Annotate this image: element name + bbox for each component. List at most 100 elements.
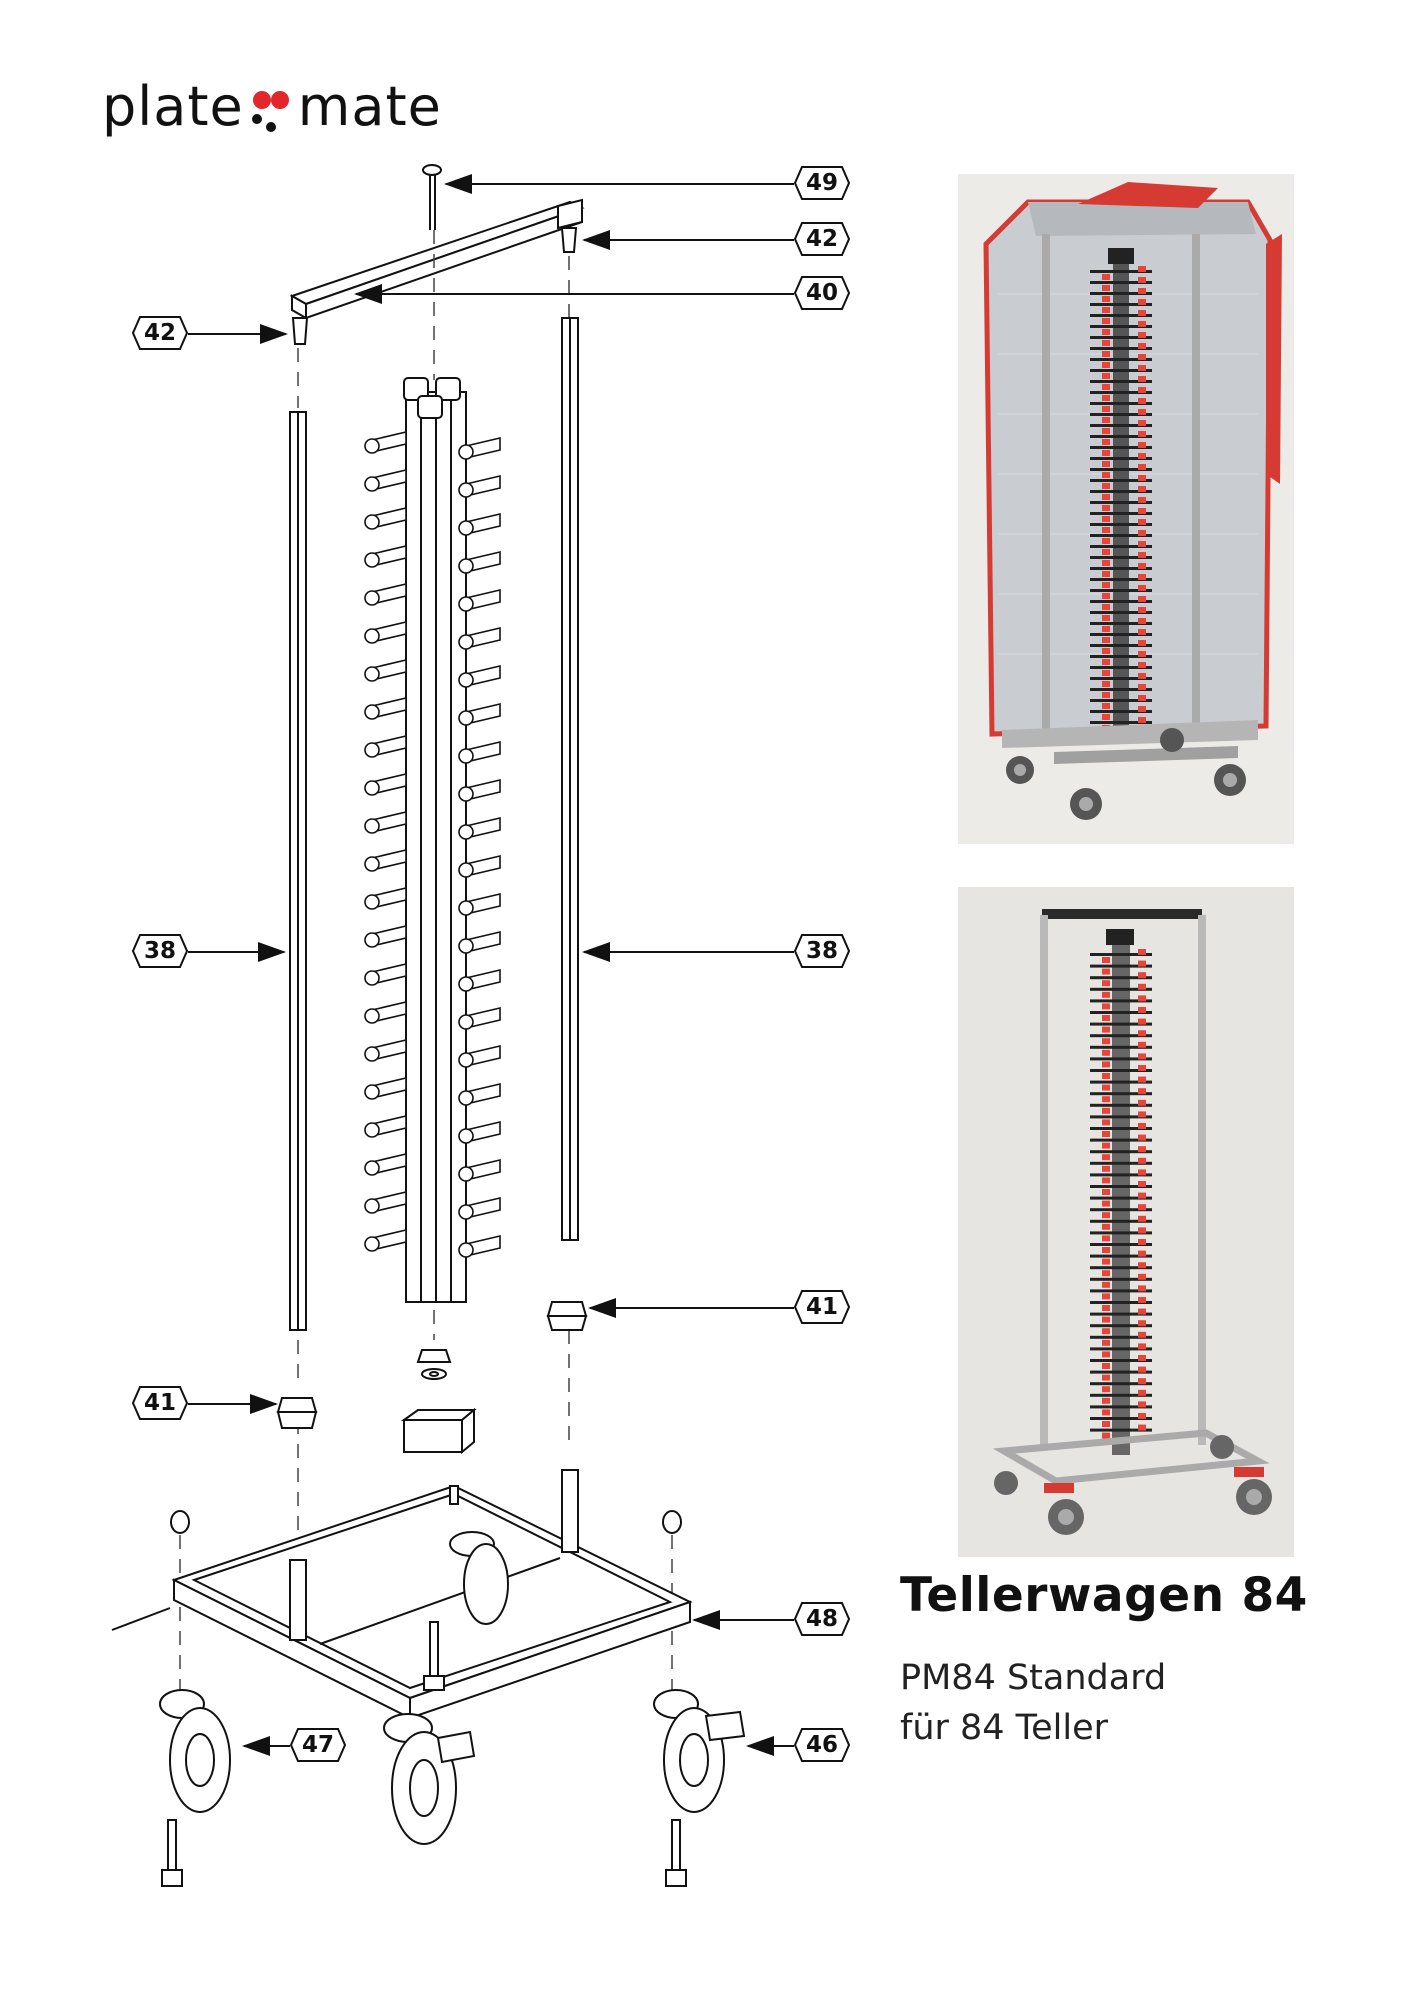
peg-clip — [1102, 450, 1110, 456]
peg-arm — [1090, 1301, 1152, 1304]
peg-arm — [1090, 1347, 1152, 1351]
peg-arm — [1090, 314, 1152, 317]
peg-arm — [1090, 567, 1152, 570]
plate-peg-tip — [458, 558, 474, 574]
peg-clip — [1102, 296, 1110, 302]
peg-clip — [1138, 376, 1146, 382]
plate-peg-tip — [364, 780, 380, 796]
callout-42-left-label: 42 — [143, 320, 176, 346]
peg-arm — [1090, 600, 1152, 603]
peg-clip — [1138, 486, 1146, 492]
peg-clip — [1102, 1165, 1110, 1172]
plate-peg-tip — [364, 818, 380, 834]
peg-arm — [1090, 303, 1152, 306]
logo-dots-icon — [251, 91, 289, 132]
peg-clip — [1138, 1053, 1146, 1060]
callout-42-top: 42 — [794, 222, 850, 256]
peg-arm — [1090, 622, 1152, 625]
peg-clip — [1138, 717, 1146, 723]
peg-clip — [1138, 596, 1146, 602]
plate-peg-tip — [458, 976, 474, 992]
peg-clip — [1138, 1041, 1146, 1048]
peg-clip — [1138, 1088, 1146, 1095]
peg-arm — [1090, 633, 1152, 636]
peg-clip — [1138, 995, 1146, 1002]
plate-peg-tip — [364, 1122, 380, 1138]
peg-clip — [1102, 351, 1110, 357]
peg-clip — [1138, 1007, 1146, 1013]
plate-peg-tip — [364, 856, 380, 872]
peg-arm — [1090, 976, 1152, 980]
peg-clip — [1102, 980, 1110, 987]
plate-peg-tip — [458, 938, 474, 954]
peg-clip — [1102, 527, 1110, 533]
plate-peg-tip — [458, 1090, 474, 1106]
plate-peg-tip — [458, 748, 474, 764]
peg-clip — [1138, 651, 1146, 657]
peg-clip — [1138, 607, 1146, 613]
peg-arm — [1090, 1057, 1152, 1061]
peg-arm — [1090, 457, 1152, 460]
peg-clip — [1102, 439, 1110, 445]
plate-peg-tip — [458, 710, 474, 726]
peg-arm — [1090, 1277, 1152, 1281]
peg-clip — [1138, 1123, 1146, 1129]
peg-clip — [1138, 552, 1146, 558]
peg-clip — [1138, 1401, 1146, 1408]
peg-arm — [1090, 589, 1152, 592]
peg-clip — [1138, 299, 1146, 305]
plate-peg-tip — [458, 862, 474, 878]
peg-arm — [1090, 512, 1152, 515]
peg-clip — [1138, 508, 1146, 514]
plate-peg-tip — [364, 438, 380, 454]
peg-arm — [1090, 699, 1152, 702]
callout-40: 40 — [794, 276, 850, 310]
plate-peg-tip — [364, 894, 380, 910]
peg-clip — [1102, 1154, 1110, 1161]
peg-clip — [1138, 1331, 1146, 1338]
callout-41-left: 41 — [132, 1386, 188, 1420]
peg-clip — [1102, 1421, 1110, 1427]
peg-arm — [1090, 1231, 1152, 1235]
cart-without-cover-photo — [958, 887, 1294, 1557]
peg-arm — [1090, 1428, 1152, 1432]
product-model: PM84 Standard — [900, 1658, 1167, 1698]
peg-arm — [1090, 666, 1152, 669]
peg-clip — [1102, 1432, 1110, 1439]
peg-clip — [1102, 483, 1110, 489]
peg-arm — [1090, 1393, 1152, 1397]
plate-peg-tip — [364, 742, 380, 758]
peg-arm — [1090, 413, 1152, 416]
peg-arm — [1090, 380, 1152, 383]
peg-arm — [1090, 721, 1152, 724]
peg-clip — [1102, 362, 1110, 368]
peg-arm — [1090, 1045, 1152, 1049]
callout-38-right: 38 — [794, 934, 850, 968]
peg-arm — [1090, 281, 1152, 284]
peg-clip — [1102, 1049, 1110, 1056]
peg-arm — [1090, 1208, 1152, 1212]
peg-clip — [1102, 1247, 1110, 1253]
peg-clip — [1138, 1157, 1146, 1164]
peg-clip — [1138, 1076, 1146, 1083]
peg-clip — [1102, 968, 1110, 975]
peg-arm — [1090, 1417, 1152, 1420]
peg-clip — [1102, 1015, 1110, 1021]
callout-48-label: 48 — [805, 1606, 838, 1632]
peg-clip — [1138, 354, 1146, 360]
peg-clip — [1138, 618, 1146, 624]
peg-arm — [1090, 1011, 1152, 1014]
peg-arm — [1090, 336, 1152, 339]
peg-clip — [1102, 307, 1110, 313]
peg-clip — [1138, 563, 1146, 569]
peg-clip — [1102, 1281, 1110, 1288]
plate-peg-tip — [458, 786, 474, 802]
peg-clip — [1102, 1316, 1110, 1323]
peg-arm — [1090, 1069, 1152, 1072]
peg-clip — [1102, 1096, 1110, 1103]
peg-clip — [1138, 1308, 1146, 1315]
peg-arm — [1090, 545, 1152, 548]
peg-clip — [1138, 1192, 1146, 1199]
callout-40-label: 40 — [805, 280, 838, 306]
peg-clip — [1102, 703, 1110, 709]
